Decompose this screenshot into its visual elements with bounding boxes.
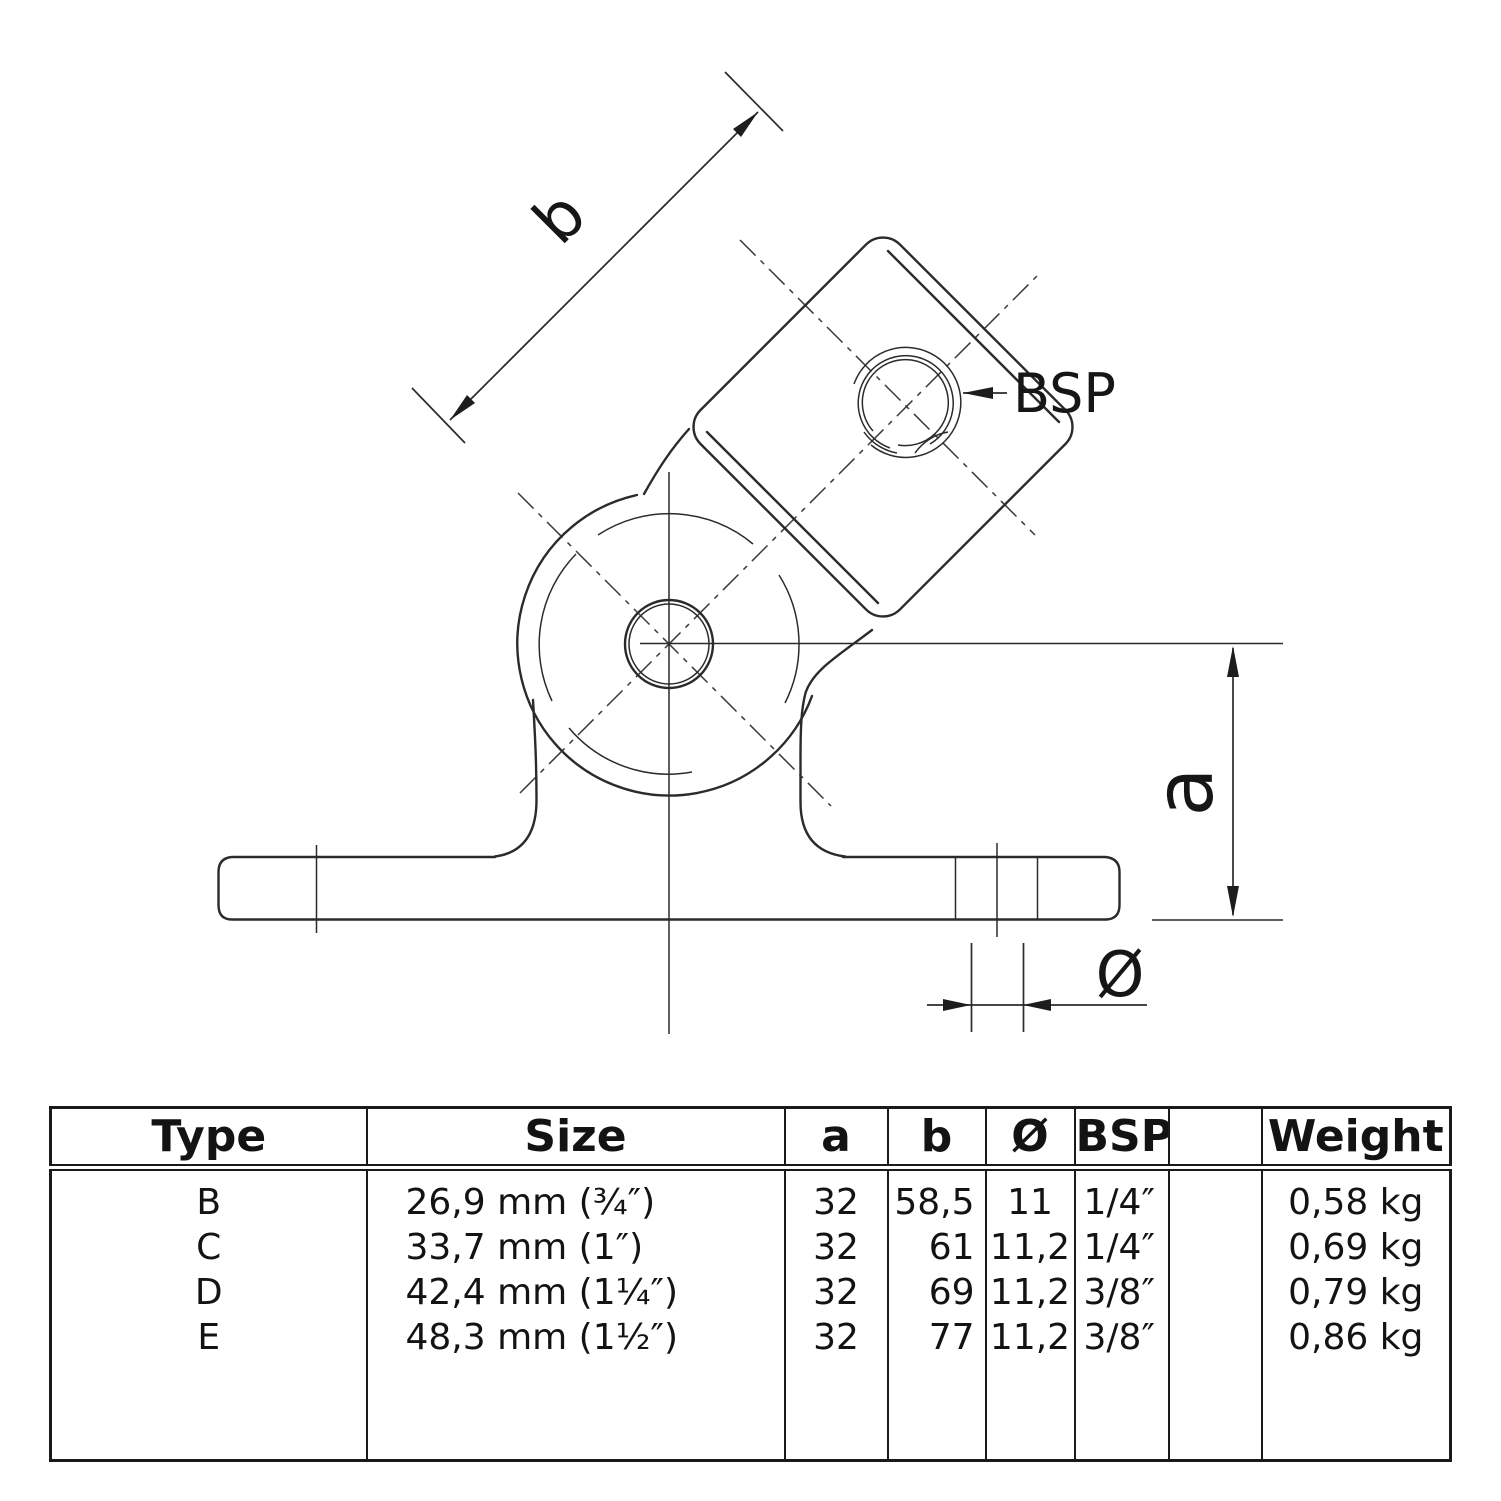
arrowhead-a-top xyxy=(1227,646,1239,677)
base-outline xyxy=(217,855,1121,921)
boss-circle xyxy=(516,493,814,797)
cell-type: C xyxy=(49,1225,368,1270)
cell-a: 32 xyxy=(783,1315,889,1360)
cell-bsp: 3/8″ xyxy=(1073,1270,1170,1315)
boss-face-arc-left xyxy=(538,553,577,702)
pivot-boss xyxy=(516,427,814,797)
cell-spacer xyxy=(1167,1225,1263,1270)
table-row: B 26,9 mm (¾″) 32 58,5 11 1/4″ 0,58 kg xyxy=(49,1167,1452,1225)
cell-b: 69 xyxy=(886,1270,987,1315)
boss-face-arc-bottom xyxy=(568,727,693,775)
cell-weight: 0,69 kg xyxy=(1260,1225,1452,1270)
table-row: C 33,7 mm (1″) 32 61 11,2 1/4″ 0,69 kg xyxy=(49,1225,1452,1270)
header-a: a xyxy=(783,1107,889,1171)
cell-type: B xyxy=(49,1167,368,1225)
cell-bsp: 1/4″ xyxy=(1073,1225,1170,1270)
cell-diameter: 11,2 xyxy=(984,1270,1076,1315)
cell-bsp: 3/8″ xyxy=(1073,1315,1170,1360)
arrowhead-bsp xyxy=(963,387,993,399)
header-size: Size xyxy=(365,1107,786,1171)
cell-weight: 0,58 kg xyxy=(1260,1167,1452,1225)
table-row: D 42,4 mm (1¼″) 32 69 11,2 3/8″ 0,79 kg xyxy=(49,1270,1452,1315)
dim-label-a: a xyxy=(1138,767,1231,816)
cell-weight: 0,79 kg xyxy=(1260,1270,1452,1315)
arrowhead-b-upper xyxy=(733,112,758,137)
cell-type: E xyxy=(49,1315,368,1360)
cell-diameter: 11 xyxy=(984,1167,1076,1225)
dim-line-b xyxy=(449,111,759,421)
socket-centerline xyxy=(739,239,1036,536)
header-bsp: BSP xyxy=(1073,1107,1170,1171)
ext-line-b-lower xyxy=(411,387,466,444)
arrowhead-b-lower xyxy=(450,395,475,420)
cell-size: 26,9 mm (¾″) xyxy=(365,1167,786,1225)
socket-body xyxy=(692,236,1074,618)
base-flange xyxy=(217,628,1121,937)
cell-type: D xyxy=(49,1270,368,1315)
pivot-hole-outer xyxy=(623,598,715,690)
cell-b: 77 xyxy=(886,1315,987,1360)
arrowhead-a-bottom xyxy=(1227,886,1239,917)
neck-left xyxy=(642,427,691,496)
bsp-hole xyxy=(853,346,962,459)
cell-spacer xyxy=(1167,1270,1263,1315)
bell-right xyxy=(799,628,874,858)
cell-size: 33,7 mm (1″) xyxy=(365,1225,786,1270)
cell-a: 32 xyxy=(783,1270,889,1315)
cell-b: 58,5 xyxy=(886,1167,987,1225)
arrowhead-dia-right xyxy=(1023,999,1051,1011)
cell-b: 61 xyxy=(886,1225,987,1270)
centerlines xyxy=(517,239,1283,1034)
socket-rim-top xyxy=(886,249,1061,424)
header-row: Type Size a b Ø BSP Weight xyxy=(49,1107,1452,1171)
bell-left xyxy=(493,698,538,858)
spec-table: Type Size a b Ø BSP Weight B 26,9 mm (¾″… xyxy=(49,1106,1452,1462)
thread-arc xyxy=(853,346,962,459)
hole-bore xyxy=(861,358,950,447)
pivot-hole-inner xyxy=(628,603,710,685)
dimension-b: b xyxy=(411,71,784,444)
thread-arc-3 xyxy=(863,431,898,454)
cell-spacer xyxy=(1167,1315,1263,1360)
dim-label-b: b xyxy=(520,178,601,259)
hole-chamfer xyxy=(857,354,954,449)
ext-line-b-upper xyxy=(724,71,784,132)
socket xyxy=(692,236,1074,618)
cell-diameter: 11,2 xyxy=(984,1315,1076,1360)
thread-arc-2 xyxy=(914,431,949,454)
cell-a: 32 xyxy=(783,1225,889,1270)
header-type: Type xyxy=(49,1107,368,1171)
cell-spacer xyxy=(1167,1167,1263,1225)
cell-weight: 0,86 kg xyxy=(1260,1315,1452,1360)
axis-centerline xyxy=(519,271,1042,794)
cell-diameter: 11,2 xyxy=(984,1225,1076,1270)
cell-size: 48,3 mm (1½″) xyxy=(365,1315,786,1360)
diameter-symbol: Ø xyxy=(1096,938,1145,1011)
cell-bsp: 1/4″ xyxy=(1073,1167,1170,1225)
filler-row xyxy=(49,1360,1452,1460)
dimension-diameter: Ø xyxy=(927,938,1147,1032)
boss-face-arc-right xyxy=(778,574,800,704)
header-weight: Weight xyxy=(1260,1107,1452,1171)
cross-centerline xyxy=(517,492,832,807)
socket-rim-bottom xyxy=(705,430,880,605)
bsp-label: BSP xyxy=(1013,362,1116,425)
dimension-a: a xyxy=(1138,646,1239,917)
cell-a: 32 xyxy=(783,1167,889,1225)
header-b: b xyxy=(886,1107,987,1171)
table-row: E 48,3 mm (1½″) 32 77 11,2 3/8″ 0,86 kg xyxy=(49,1315,1452,1360)
header-spacer xyxy=(1167,1107,1263,1171)
boss-face-arc-top xyxy=(597,512,754,545)
arrowhead-dia-left xyxy=(943,999,971,1011)
header-diameter: Ø xyxy=(984,1107,1076,1171)
cell-size: 42,4 mm (1¼″) xyxy=(365,1270,786,1315)
bsp-leader: BSP xyxy=(963,362,1116,425)
